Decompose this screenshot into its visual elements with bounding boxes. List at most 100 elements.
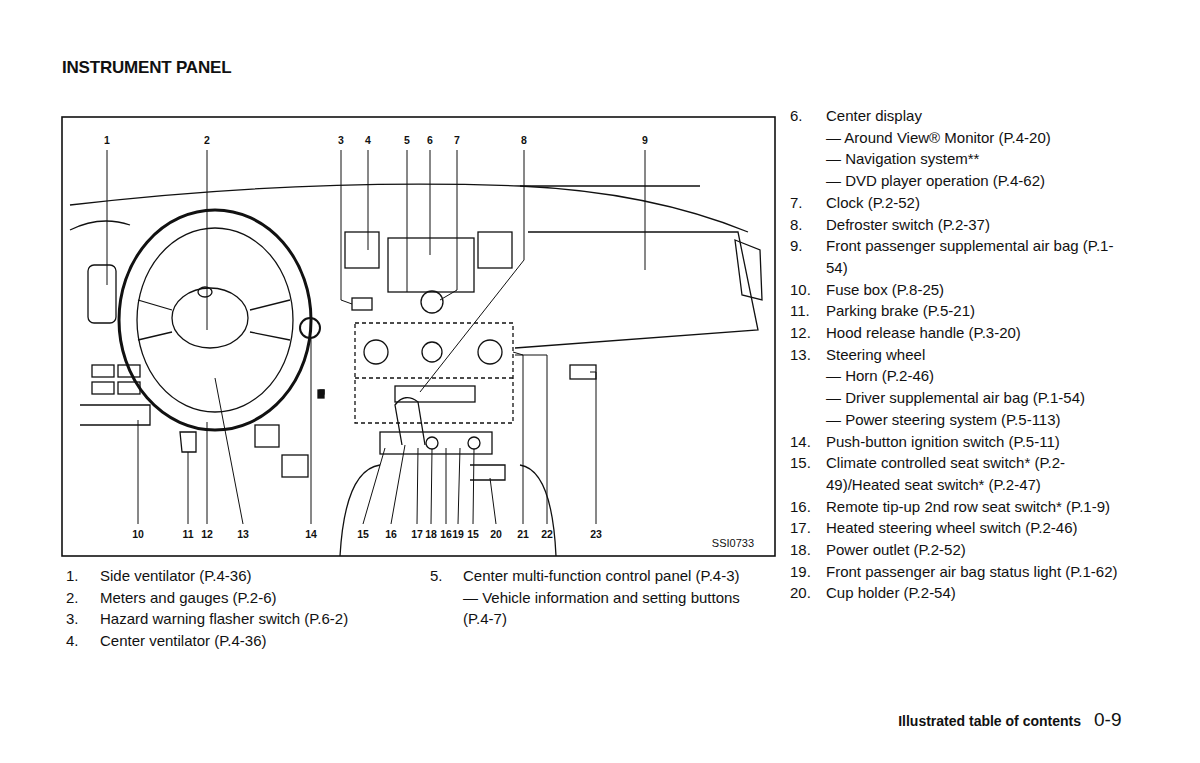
item-number: 20. [790,582,826,604]
climate-dial [364,340,388,364]
callout-number: 21 [517,528,529,540]
item-body: Clock (P.2-52) [826,192,1130,214]
item-text: Cup holder (P.2-54) [826,582,1130,604]
footer-section: Illustrated table of contents [898,713,1081,729]
item-body: Fuse box (P.8-25) [826,279,1130,301]
item-text: Clock (P.2-52) [826,192,1130,214]
center-display [388,238,474,292]
leader-lines [107,150,645,524]
item-text: Power outlet (P.2-52) [826,539,1130,561]
shift-lever [395,398,425,445]
callout-number: 10 [132,528,144,540]
item-body: Hazard warning flasher switch (P.6-2) [100,608,416,630]
item-body: Front passenger supplemental air bag (P.… [826,235,1130,278]
callout-number: 7 [454,134,460,146]
list-entry: 2.Meters and gauges (P.2-6) [66,587,416,609]
list-entry: 8.Defroster switch (P.2-37) [790,214,1130,236]
left-switch [92,382,114,394]
center-vent [345,232,379,268]
item-text: Hood release handle (P.3-20) [826,322,1130,344]
item-number: 1. [66,565,100,587]
dot [320,390,324,394]
item-list: 6.Center display— Around View® Monitor (… [790,105,1130,604]
passenger-dash [515,232,758,348]
dashed-divider [355,377,513,378]
center-vent [478,232,512,268]
callout-number: 11 [182,528,193,540]
item-number: 15. [790,452,826,495]
item-number: 13. [790,344,826,431]
control-knob [421,291,443,313]
callout-number: 8 [521,134,527,146]
page-number: 0-9 [1094,709,1121,731]
callout-number: 5 [404,134,410,146]
callout-number: 16 [440,528,452,540]
airbag-hub [172,288,248,348]
item-number: 4. [66,630,100,652]
item-number: 14. [790,431,826,453]
item-text: Climate controlled seat switch* (P.2-49)… [826,452,1130,495]
defroster-buttons [395,386,475,402]
list-entry: 12.Hood release handle (P.3-20) [790,322,1130,344]
seat-outline [340,465,556,556]
item-body: Center ventilator (P.4-36) [100,630,416,652]
item-body: Remote tip-up 2nd row seat switch* (P.1-… [826,496,1130,518]
hazard-switch [352,298,372,310]
ignition-button [300,318,320,338]
item-text: Meters and gauges (P.2-6) [100,587,416,609]
item-body: Heated steering wheel switch (P.2-46) [826,517,1130,539]
left-vent [88,265,116,323]
item-text: Side ventilator (P.4-36) [100,565,416,587]
hood-release [180,432,196,452]
item-body: Steering wheel— Horn (P.2-46)— Driver su… [826,344,1130,431]
console-switches [380,432,492,454]
list-entry: 13.Steering wheel— Horn (P.2-46)— Driver… [790,344,1130,431]
list-entry: 18.Power outlet (P.2-52) [790,539,1130,561]
callout-number: 15 [357,528,369,540]
list-entry: 6.Center display— Around View® Monitor (… [790,105,1130,192]
item-body: Cup holder (P.2-54) [826,582,1130,604]
outlet [468,437,480,449]
audio-dial [422,342,442,362]
callout-number: 3 [338,134,344,146]
callout-number: 6 [427,134,433,146]
callout-number: 22 [541,528,553,540]
item-number: 3. [66,608,100,630]
item-number: 16. [790,496,826,518]
item-number: 7. [790,192,826,214]
steering-wheel-rim [119,210,311,430]
callout-number: 2 [204,134,210,146]
item-text: Center multi-function control panel (P.4… [463,565,760,587]
left-switch [118,382,140,394]
windshield-edge [520,186,748,232]
item-number: 12. [790,322,826,344]
item-body: Side ventilator (P.4-36) [100,565,416,587]
item-number: 17. [790,517,826,539]
item-body: Center multi-function control panel (P.4… [463,565,760,630]
list-entry: 19.Front passenger air bag status light … [790,561,1130,583]
figure-code: SSI0733 [712,537,754,550]
steering-wheel-inner [137,228,293,412]
list-entry: 16.Remote tip-up 2nd row seat switch* (P… [790,496,1130,518]
item-number: 5. [430,565,463,630]
item-text: Remote tip-up 2nd row seat switch* (P.1-… [826,496,1130,518]
callout-number: 20 [490,528,502,540]
callout-number: 1 [104,134,110,146]
callout-number: 19 [452,528,464,540]
callout-number: 14 [305,528,317,540]
item-number: 8. [790,214,826,236]
item-text: Fuse box (P.8-25) [826,279,1130,301]
callout-number: 16 [385,528,397,540]
item-body: Power outlet (P.2-52) [826,539,1130,561]
item-text: Center display [826,105,1130,127]
item-number: 19. [790,561,826,583]
callout-number: 13 [237,528,249,540]
item-number: 11. [790,300,826,322]
list-entry: 3.Hazard warning flasher switch (P.6-2) [66,608,416,630]
left-switch [118,365,140,377]
list-entry: 5.Center multi-function control panel (P… [430,565,760,630]
left-dash [70,221,130,230]
sub-item-text: — Power steering system (P.5-113) [826,409,1130,431]
callout-number: 15 [467,528,479,540]
list-entry: 1.Side ventilator (P.4-36) [66,565,416,587]
